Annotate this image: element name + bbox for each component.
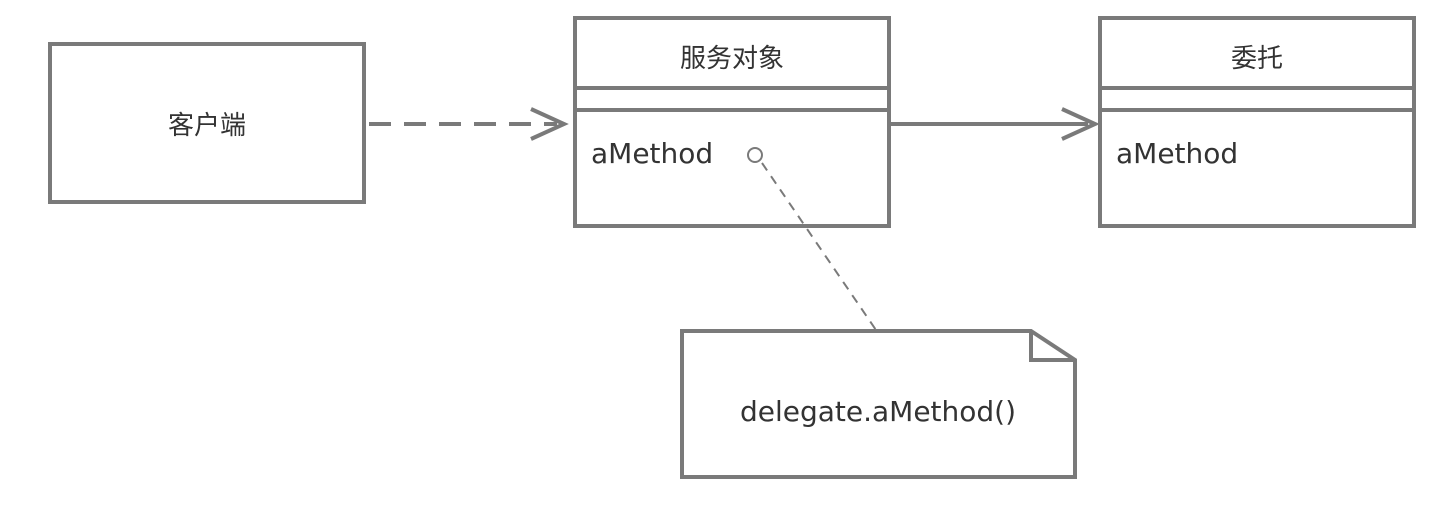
note-text: delegate.aMethod() [740, 395, 1016, 428]
delegate-method: aMethod [1116, 137, 1238, 170]
delegate-title: 委托 [1231, 44, 1283, 74]
dependency-arrow [369, 107, 569, 141]
delegate-class[interactable]: 委托 aMethod [1098, 16, 1416, 228]
service-object-class[interactable]: 服务对象 aMethod [573, 16, 891, 228]
client-label: 客户端 [168, 111, 246, 141]
service-object-title: 服务对象 [680, 44, 784, 74]
service-object-method: aMethod [591, 137, 713, 170]
note-link [761, 162, 877, 331]
client-box[interactable]: 客户端 [48, 42, 366, 204]
association-arrow [889, 107, 1100, 141]
method-note-anchor [747, 147, 763, 163]
code-note[interactable]: delegate.aMethod() [680, 329, 1077, 479]
